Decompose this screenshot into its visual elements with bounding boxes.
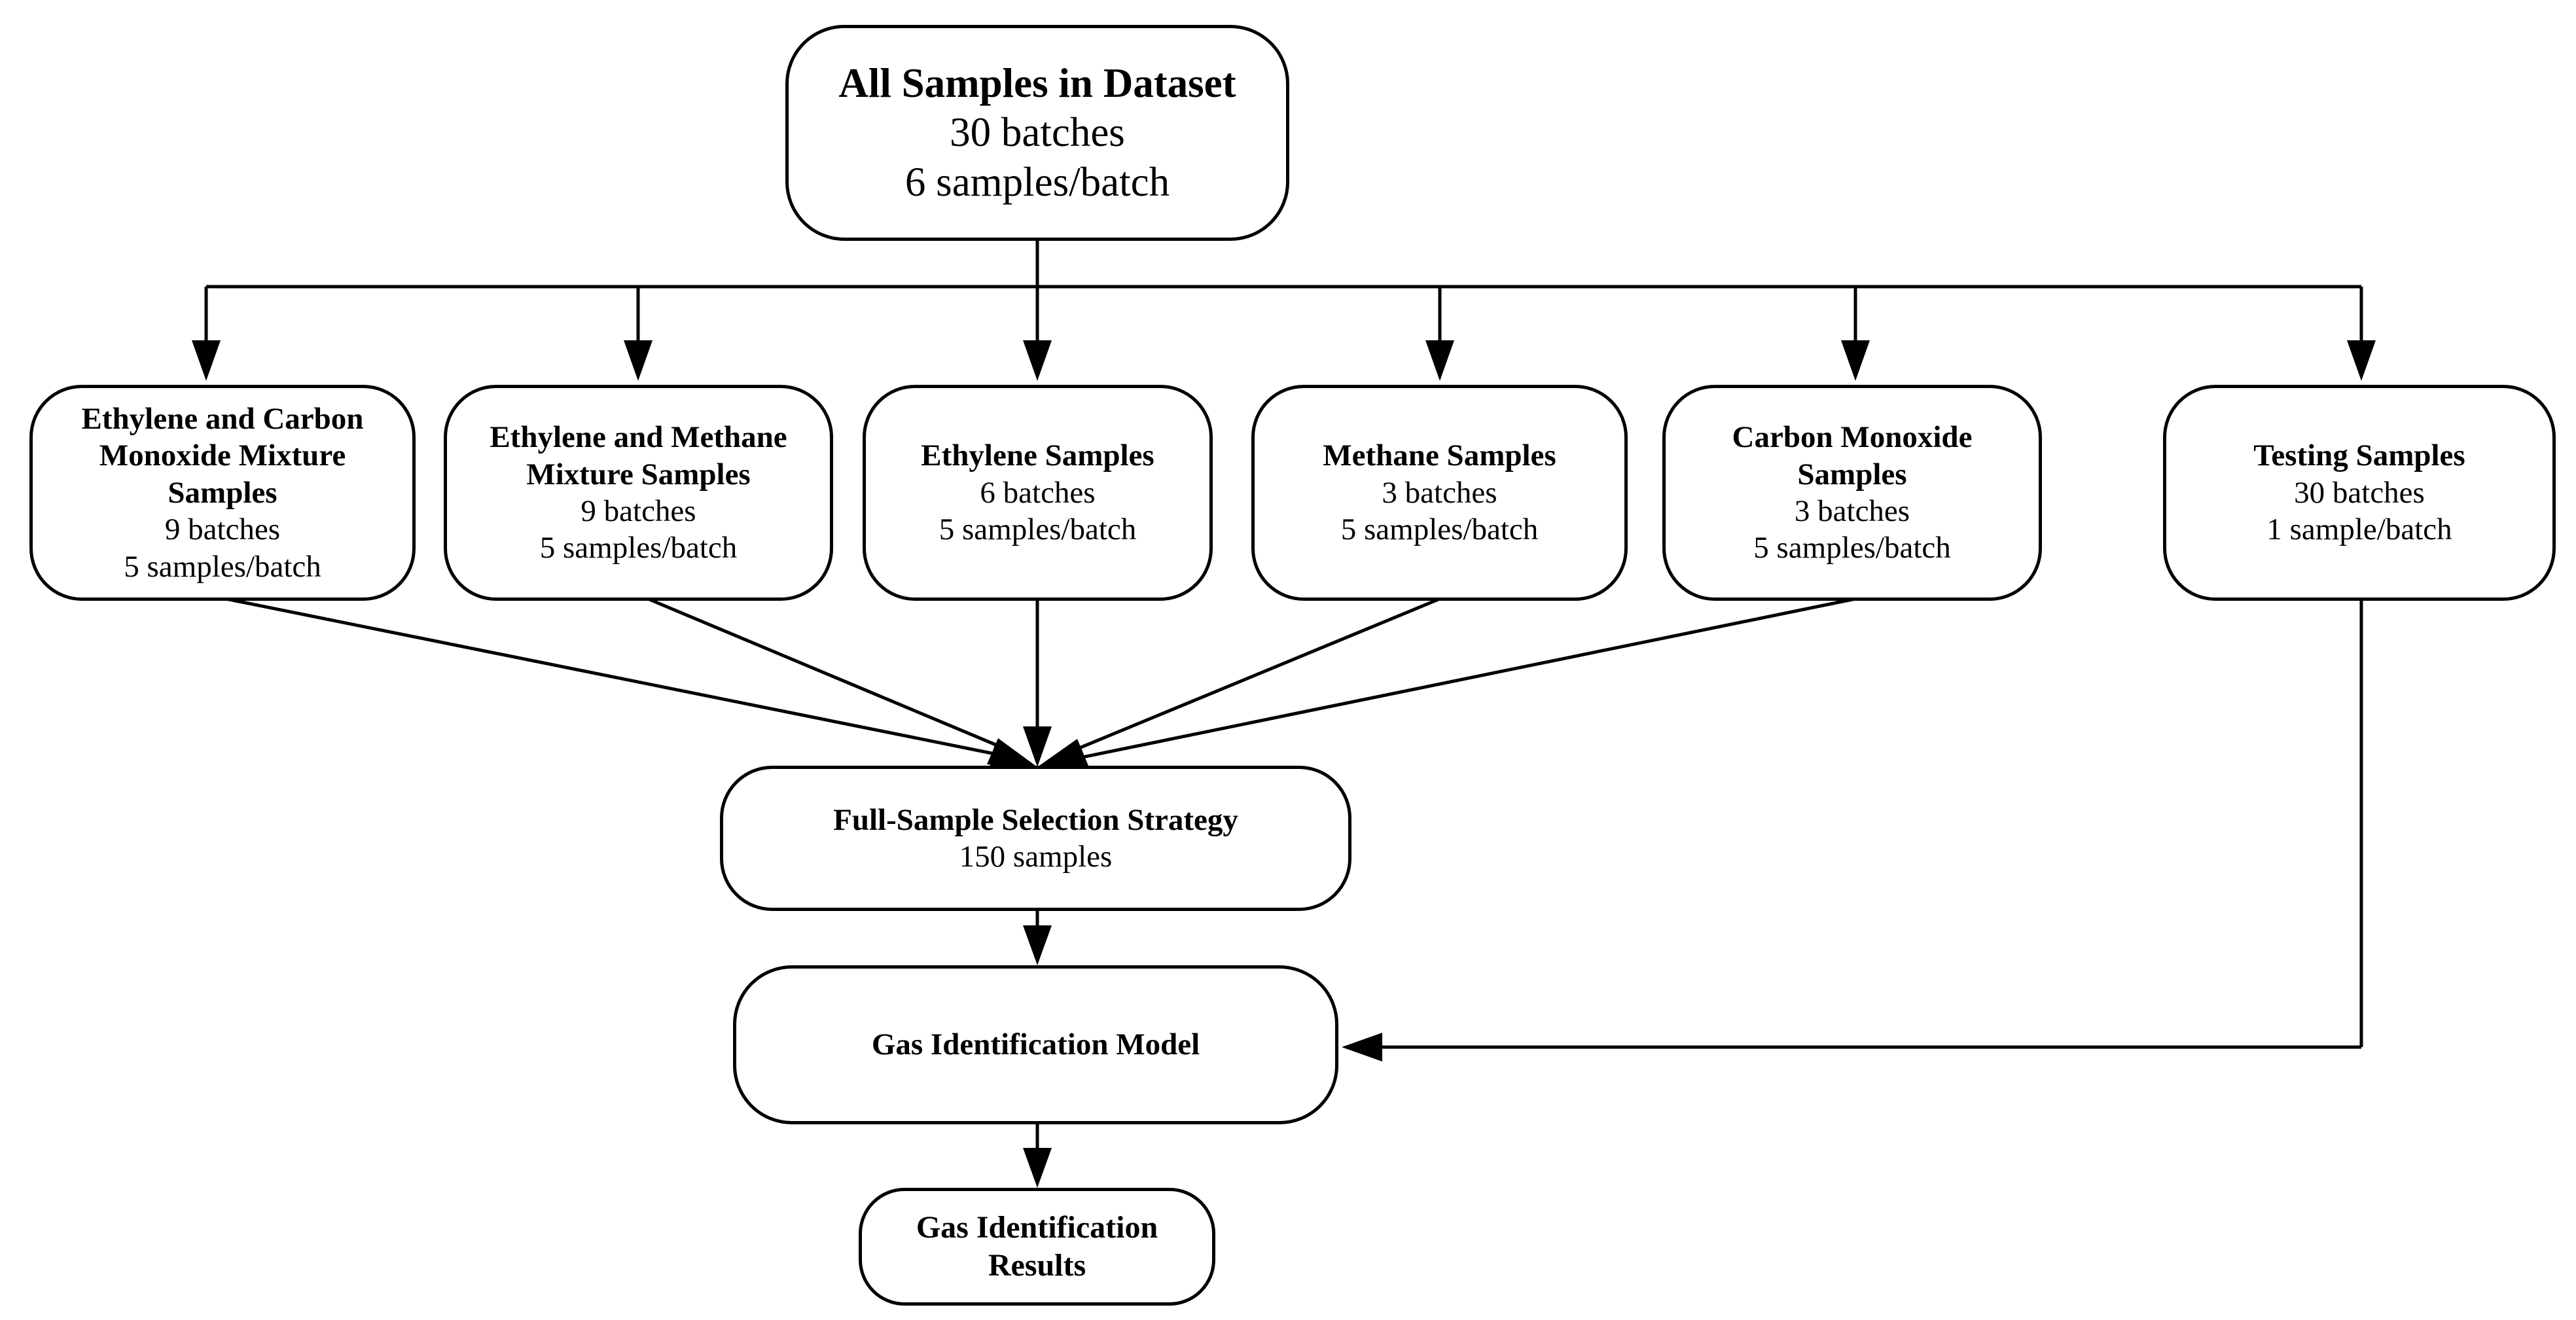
testing-node: Testing Samples 30 batches 1 sample/batc… — [2163, 385, 2556, 601]
category-node-3: Ethylene Samples 6 batches 5 samples/bat… — [863, 385, 1213, 601]
arrow-to-category-5-head — [1841, 340, 1870, 381]
arrow-cat5-to-strategy — [1056, 597, 1856, 764]
category-node-4: Methane Samples 3 batches 5 samples/batc… — [1251, 385, 1628, 601]
arrow-to-testing-head — [2347, 340, 2376, 381]
results-node: Gas Identification Results — [859, 1188, 1215, 1306]
testing-line-2: 1 sample/batch — [2266, 512, 2452, 547]
strategy-title: Full-Sample Selection Strategy — [833, 802, 1238, 837]
arrow-model-to-results-head — [1023, 1148, 1052, 1188]
arrow-to-category-3-head — [1023, 340, 1052, 381]
arrow-to-category-2-head — [624, 340, 653, 381]
testing-title: Testing Samples — [2253, 438, 2465, 473]
category-2-line-2: 5 samples/batch — [539, 531, 738, 565]
category-5-line-2: 5 samples/batch — [1753, 531, 1951, 565]
strategy-node: Full-Sample Selection Strategy 150 sampl… — [720, 766, 1351, 911]
testing-line-1: 30 batches — [2294, 475, 2425, 510]
model-node: Gas Identification Model — [733, 965, 1338, 1124]
root-line-2: 6 samples/batch — [904, 158, 1170, 205]
category-3-line-1: 6 batches — [980, 475, 1096, 510]
category-5-title: Carbon Monoxide Samples — [1732, 420, 1973, 491]
category-node-1: Ethylene and Carbon Monoxide Mixture Sam… — [29, 385, 416, 601]
arrow-cat1-to-strategy — [225, 597, 1022, 761]
category-4-line-2: 5 samples/batch — [1340, 512, 1539, 547]
category-1-line-1: 9 batches — [164, 512, 281, 547]
arrow-testing-to-model-head — [1342, 1033, 1382, 1061]
category-1-title: Ethylene and Carbon Monoxide Mixture Sam… — [81, 402, 364, 510]
category-5-line-1: 3 batches — [1794, 494, 1910, 528]
strategy-line-1: 150 samples — [959, 840, 1113, 874]
arrow-cat3-to-strategy-head — [1023, 726, 1052, 767]
arrow-to-category-4-head — [1425, 340, 1454, 381]
category-4-line-1: 3 batches — [1382, 475, 1497, 510]
category-3-line-2: 5 samples/batch — [939, 512, 1137, 547]
results-title: Gas Identification Results — [916, 1210, 1158, 1283]
arrow-cat4-to-strategy — [1060, 597, 1440, 758]
category-1-line-2: 5 samples/batch — [124, 549, 321, 584]
arrow-to-category-1-head — [192, 340, 221, 381]
category-node-5: Carbon Monoxide Samples 3 batches 5 samp… — [1662, 385, 2042, 601]
category-2-title: Ethylene and Methane Mixture Samples — [490, 420, 787, 491]
model-title: Gas Identification Model — [871, 1027, 1200, 1062]
arrow-cat2-to-strategy — [647, 597, 1015, 755]
category-node-2: Ethylene and Methane Mixture Samples 9 b… — [444, 385, 833, 601]
root-line-1: 30 batches — [950, 109, 1125, 156]
category-2-line-1: 9 batches — [581, 494, 696, 528]
category-3-title: Ethylene Samples — [921, 438, 1154, 473]
root-node: All Samples in Dataset 30 batches 6 samp… — [785, 25, 1289, 241]
arrow-strategy-to-model-head — [1023, 925, 1052, 965]
root-title: All Samples in Dataset — [838, 60, 1236, 106]
category-4-title: Methane Samples — [1323, 438, 1556, 473]
arrow-cat2-to-strategy-head — [987, 738, 1037, 767]
